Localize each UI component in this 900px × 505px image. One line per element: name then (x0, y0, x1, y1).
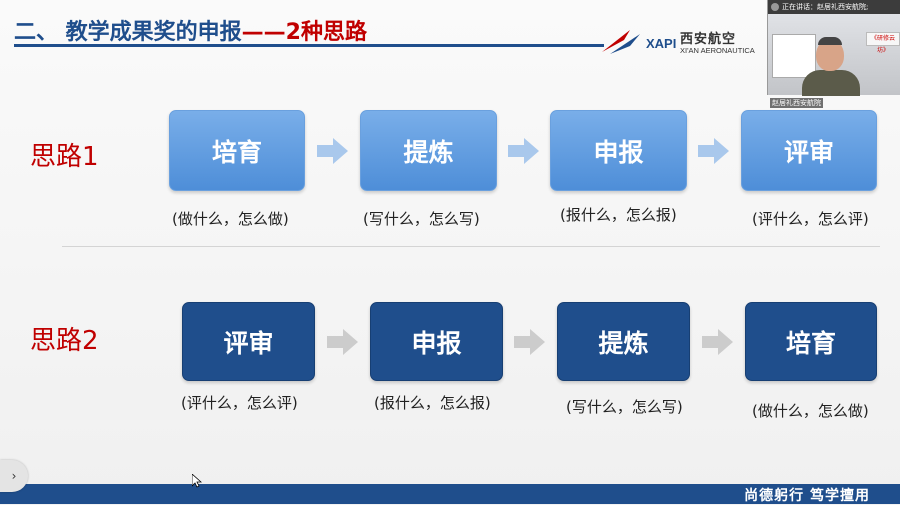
arrow-right-icon (327, 329, 358, 355)
logo-english: XI'AN AERONAUTICA (680, 46, 755, 55)
slide-title-accent: ——2种思路 (241, 20, 367, 45)
background-screen (772, 34, 816, 78)
path2-step-cultivate: 培育 (745, 302, 877, 381)
arrow-right-icon (514, 329, 545, 355)
arrow-right-icon (508, 138, 539, 164)
title-underline (14, 44, 604, 47)
footer-motto: 尚德躬行 笃学擅用 (744, 488, 870, 504)
path2-caption-cultivate: (做什么，怎么做) (752, 402, 869, 420)
logo-chinese: 西安航空 (680, 32, 737, 47)
school-logo: XAPI 西安航空 XI'AN AERONAUTICA (600, 22, 770, 62)
arrow-right-icon (317, 138, 348, 164)
chevron-right-icon: › (11, 469, 17, 483)
path1-step-cultivate: 培育 (169, 110, 305, 191)
path2-step-apply: 申报 (370, 302, 503, 381)
sidebar-toggle-button[interactable]: › (0, 460, 28, 492)
path1-caption-apply: (报什么，怎么报) (560, 206, 677, 224)
speaking-status-text: 正在讲话：赵居礼西安航院; (782, 3, 869, 11)
speaking-status-bar: 正在讲话：赵居礼西安航院; (768, 0, 900, 14)
mouse-cursor-icon (192, 474, 202, 488)
path1-caption-cultivate: (做什么，怎么做) (172, 210, 289, 228)
logo-abbr: XAPI (646, 36, 677, 51)
wall-poster: 《研修云坊》 (866, 32, 900, 54)
video-feed: 《研修云坊》 赵居礼西安航院 (768, 14, 900, 108)
path2-step-review: 评审 (182, 302, 315, 381)
slide-title: 二、 教学成果奖的申报——2种思路 (14, 14, 367, 46)
path1-step-refine: 提炼 (360, 110, 497, 191)
path2-step-refine: 提炼 (557, 302, 690, 381)
plane-logo-icon (602, 30, 640, 54)
speaker-name-tag: 赵居礼西安航院 (770, 98, 823, 108)
path2-caption-apply: (报什么，怎么报) (374, 394, 491, 412)
path1-step-apply: 申报 (550, 110, 687, 191)
speaker-video-window[interactable]: 正在讲话：赵居礼西安航院; 《研修云坊》 赵居礼西安航院 (767, 0, 900, 108)
arrow-right-icon (702, 329, 733, 355)
path2-label: 思路2 (30, 326, 99, 356)
path1-label: 思路1 (30, 142, 99, 172)
slide-title-main: 二、 教学成果奖的申报 (14, 20, 242, 45)
arrow-right-icon (698, 138, 729, 164)
path1-step-review: 评审 (741, 110, 877, 191)
path2-caption-review: (评什么，怎么评) (181, 394, 298, 412)
slide-footer: 尚德躬行 笃学擅用 (0, 484, 900, 504)
mic-icon (771, 3, 779, 11)
section-divider (62, 246, 880, 247)
path1-caption-refine: (写什么，怎么写) (363, 210, 480, 228)
speaker-body (802, 70, 860, 96)
path2-caption-refine: (写什么，怎么写) (566, 398, 683, 416)
path1-caption-review: (评什么，怎么评) (752, 210, 869, 228)
speaker-hair (818, 37, 842, 45)
